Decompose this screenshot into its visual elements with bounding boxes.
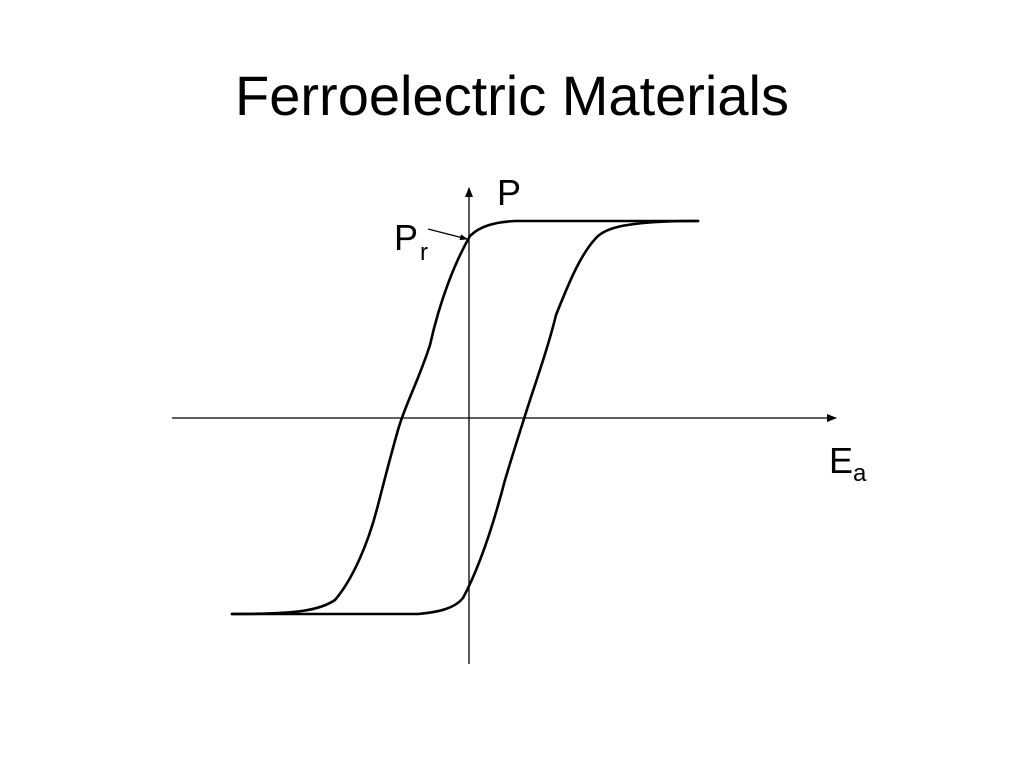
remanent-label-main: P	[394, 217, 418, 258]
remanent-label: P	[394, 217, 418, 258]
x-axis-label-subscript: a	[853, 460, 867, 487]
y-axis-label: P	[497, 172, 521, 213]
x-axis-label-main: E	[829, 440, 853, 481]
remanent-label-subscript: r	[420, 239, 428, 266]
slide-title: Ferroelectric Materials	[235, 64, 789, 127]
hysteresis-descending-branch	[230, 219, 700, 616]
remanent-pointer-arrow	[427, 228, 468, 241]
x-axis-label: E	[829, 440, 853, 481]
hysteresis-ascending-branch	[230, 219, 700, 616]
